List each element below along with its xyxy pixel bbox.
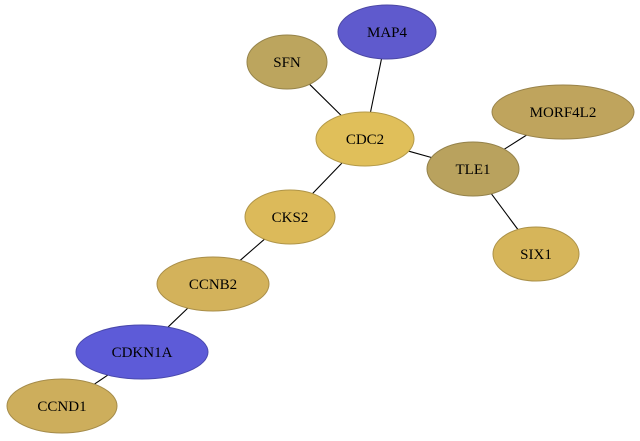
edge-cks2-ccnb2	[239, 238, 265, 261]
node-cdc2[interactable]: CDC2	[315, 111, 415, 167]
node-label-morf4l2: MORF4L2	[530, 105, 597, 121]
node-six1[interactable]: SIX1	[492, 226, 580, 282]
edge-tle1-morf4l2	[504, 134, 527, 150]
edge-tle1-six1	[490, 193, 519, 230]
node-shape-cdc2	[315, 111, 415, 167]
node-shape-sfn	[246, 34, 328, 90]
node-label-tle1: TLE1	[456, 162, 491, 178]
node-shape-tle1	[426, 141, 520, 197]
node-cdkn1a[interactable]: CDKN1A	[75, 324, 209, 380]
node-label-map4: MAP4	[367, 25, 408, 41]
node-label-ccnb2: CCNB2	[189, 277, 237, 293]
node-morf4l2[interactable]: MORF4L2	[491, 84, 635, 140]
node-ccnd1[interactable]: CCND1	[6, 378, 118, 434]
node-label-six1: SIX1	[520, 247, 552, 263]
node-shape-six1	[492, 226, 580, 282]
node-sfn[interactable]: SFN	[246, 34, 328, 90]
edge-cdc2-tle1	[408, 150, 432, 159]
edges-layer	[93, 58, 527, 385]
edge-ccnb2-cdkn1a	[167, 307, 189, 328]
node-label-cks2: CKS2	[272, 210, 309, 226]
node-shape-map4	[337, 4, 437, 60]
node-ccnb2[interactable]: CCNB2	[156, 256, 270, 312]
node-cks2[interactable]: CKS2	[244, 189, 336, 245]
node-map4[interactable]: MAP4	[337, 4, 437, 60]
node-shape-cks2	[244, 189, 336, 245]
node-shape-cdkn1a	[75, 324, 209, 380]
node-label-cdc2: CDC2	[346, 132, 384, 148]
edge-cdkn1a-ccnd1	[93, 374, 109, 385]
node-label-ccnd1: CCND1	[37, 399, 86, 415]
node-tle1[interactable]: TLE1	[426, 141, 520, 197]
node-label-sfn: SFN	[273, 55, 301, 71]
edge-sfn-cdc2	[309, 83, 342, 116]
node-shape-ccnd1	[6, 378, 118, 434]
node-shape-morf4l2	[491, 84, 635, 140]
node-label-cdkn1a: CDKN1A	[112, 345, 173, 361]
edge-cdc2-cks2	[312, 162, 343, 194]
node-shape-ccnb2	[156, 256, 270, 312]
edge-map4-cdc2	[369, 58, 383, 113]
